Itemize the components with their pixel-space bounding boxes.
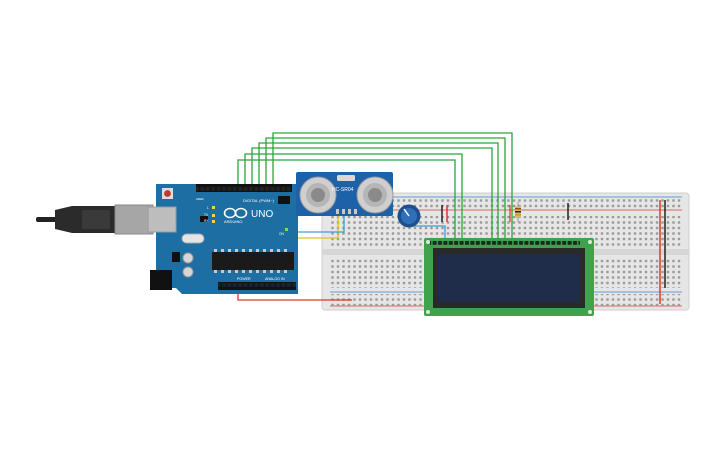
led-tx-icon (212, 214, 215, 217)
arduino-logo-icon (223, 207, 248, 219)
lcd-display[interactable] (424, 238, 594, 316)
resistor[interactable] (515, 202, 521, 222)
arduino-board[interactable]: ARDUINO UNO DIGITAL (PWM~) POWER ANALOG … (147, 184, 298, 294)
led-l-icon (212, 206, 215, 209)
atmega-chip (212, 252, 294, 270)
led-on-icon (285, 228, 288, 231)
regulator (172, 252, 180, 262)
rx-label: RX (204, 219, 209, 223)
sensor-label: HC-SR04 (332, 187, 354, 193)
crystal-oscillator (337, 175, 355, 181)
transducer-right (356, 176, 394, 214)
potentiometer[interactable] (397, 204, 421, 228)
transducer-left (299, 176, 337, 214)
usb-cable[interactable] (36, 204, 172, 235)
board-model: UNO (251, 209, 273, 220)
l-label: L (207, 206, 209, 210)
power-rail-top (330, 197, 682, 209)
capacitor-icon (182, 252, 194, 264)
tx-label: TX (204, 213, 209, 217)
aref-label: AREF (196, 197, 204, 201)
arduino-brand: ARDUINO (224, 219, 242, 224)
usb-port (147, 206, 177, 233)
power-label: POWER (237, 277, 251, 281)
ultrasonic-sensor[interactable]: HC-SR04 (296, 172, 394, 216)
analog-label: ANALOG IN (265, 277, 285, 281)
power-jack (150, 270, 172, 290)
capacitor-icon (182, 266, 194, 278)
led-rx-icon (212, 220, 215, 223)
lcd-screen (438, 254, 580, 302)
on-label: ON (279, 232, 284, 236)
icsp-header (278, 196, 290, 204)
lcd-pin-header (430, 241, 580, 246)
crystal (181, 233, 205, 244)
digital-label: DIGITAL (PWM~) (243, 198, 275, 203)
knob-indicator (403, 208, 410, 217)
